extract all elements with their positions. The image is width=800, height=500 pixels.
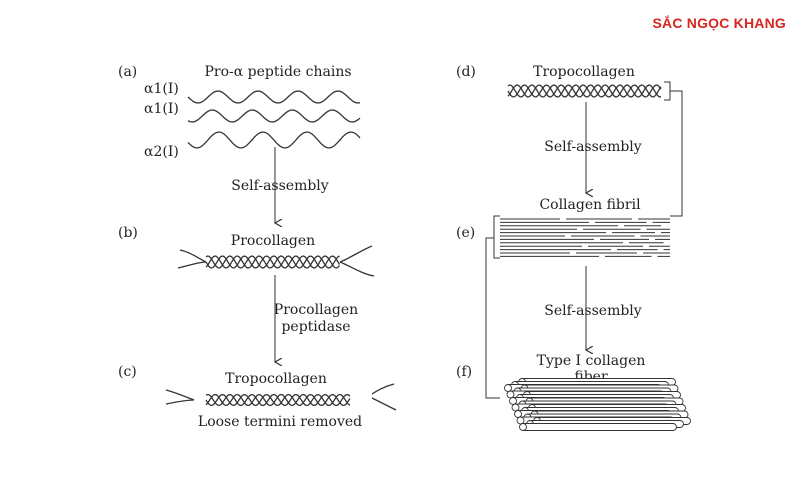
fiber-cylinder-end: [516, 416, 525, 425]
helix-strand: [507, 84, 662, 98]
panel-letter-c: (c): [118, 364, 137, 380]
panel-e-title: Collagen fibril: [539, 197, 641, 213]
fiber-cylinder-end: [506, 390, 515, 399]
panel-a-title: Pro-α peptide chains: [204, 64, 351, 80]
tropocollagen-helix-c: [205, 393, 351, 407]
removed-left-termini: [165, 389, 195, 405]
arrow-label-procollagen: Procollagen: [274, 302, 358, 318]
panel-letter-d: (d): [456, 64, 476, 80]
arrow-label-peptidase: peptidase: [281, 319, 350, 335]
tropocollagen-helix-d: [507, 84, 662, 98]
arrow-label-self-assembly-2: Self-assembly: [544, 139, 641, 155]
helix-strand: [507, 84, 662, 98]
panel-letter-f: (f): [456, 364, 472, 380]
connector-d-to-e: [670, 90, 683, 217]
panel-b-title: Procollagen: [231, 233, 315, 249]
procollagen-left-termini: [177, 249, 207, 269]
arrow-label-self-assembly-1: Self-assembly: [231, 178, 328, 194]
fibril-bracket: [493, 215, 500, 259]
fiber-cylinder-end: [504, 384, 512, 392]
fiber-cylinder-end: [509, 397, 517, 405]
peptide-chain-2: [187, 109, 361, 123]
helix-strand: [205, 393, 351, 407]
brand-watermark: SẮC NGỌC KHANG: [653, 14, 786, 31]
fiber-cylinder-end: [519, 423, 527, 431]
peptide-chain-1: [187, 90, 361, 104]
helix-strand: [507, 84, 662, 98]
helix-strand: [205, 393, 351, 407]
arrow-label-self-assembly-3: Self-assembly: [544, 303, 641, 319]
procollagen-helix: [205, 255, 341, 269]
tropocollagen-bracket: [664, 81, 671, 101]
helix-strand: [205, 255, 340, 269]
panel-c-note: Loose termini removed: [198, 414, 362, 430]
panel-letter-a: (a): [118, 64, 137, 80]
panel-f-title-line1: Type I collagen: [537, 353, 646, 369]
helix-strand: [205, 255, 340, 269]
removed-right-termini: [371, 383, 397, 411]
fiber-cylinder: [522, 423, 677, 431]
chain-label-2: α1(I): [144, 101, 179, 117]
helix-strand: [205, 255, 341, 269]
peptide-chain-3: [187, 131, 361, 149]
chain-label-3: α2(I): [144, 144, 179, 160]
procollagen-right-termini: [339, 245, 375, 277]
chain-label-1: α1(I): [144, 81, 179, 97]
panel-c-title: Tropocollagen: [225, 371, 327, 387]
panel-letter-b: (b): [118, 225, 138, 241]
connector-e-to-f: [485, 237, 500, 399]
collagen-fibril-lines: [500, 218, 670, 257]
panel-d-title: Tropocollagen: [533, 64, 635, 80]
fiber-cylinder-end: [514, 410, 522, 418]
fiber-cylinder-end: [511, 403, 520, 412]
collagen-fiber-bundle: [504, 378, 691, 431]
panel-letter-e: (e): [456, 225, 475, 241]
